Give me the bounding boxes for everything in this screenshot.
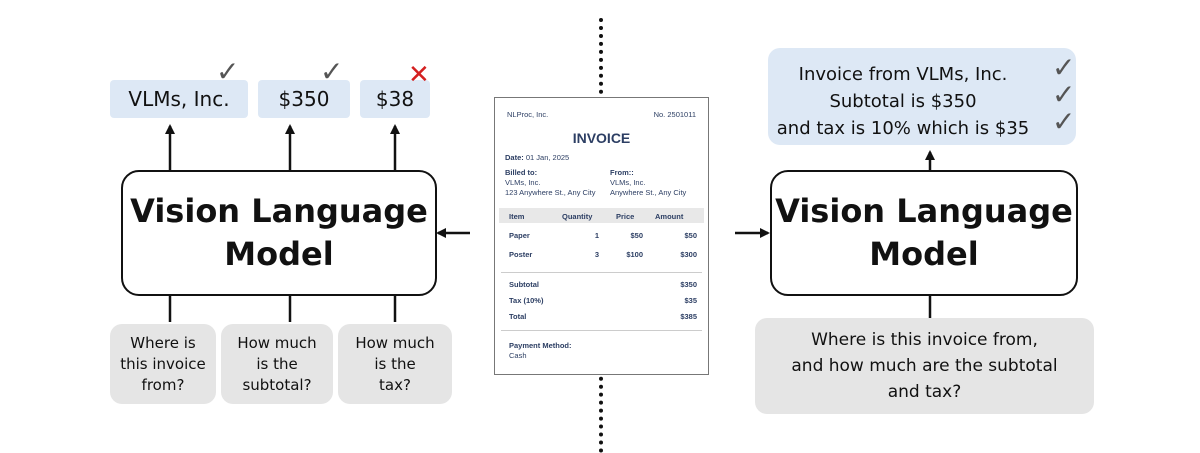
row-item: Poster [509,250,533,259]
divider-line [501,272,702,273]
row-item: Paper [509,231,530,240]
from-label: From:: [610,168,634,177]
check-icon: ✓ [1052,51,1076,84]
invoice-title: INVOICE [572,130,631,146]
answer-text: $38 [375,87,415,111]
payment-label: Payment Method: [509,341,572,350]
row-quantity: 3 [594,250,599,259]
total-label: Total [509,312,527,321]
check-icon: ✓ [1052,105,1076,138]
invoice-date: Date: 01 Jan, 2025 [505,153,569,162]
answer-text: VLMs, Inc. [128,87,230,111]
check-icon: ✓ [320,55,344,88]
row-amount: $50 [684,231,697,240]
check-icon: ✓ [1052,78,1076,111]
divider-line [501,330,702,331]
question-text: Where is this invoice from, and how much… [791,330,1058,402]
col-amount: Amount [655,212,684,221]
row-amount: $300 [680,250,697,259]
question-box-tax: How much is the tax? [338,324,452,404]
right-vision-language-model: Vision Language Model [770,170,1078,296]
from-address: Anywhere St., Any City [610,188,687,197]
date-value: 01 Jan, 2025 [525,153,570,162]
row-quantity: 1 [594,231,599,240]
answer-box-subtotal: $350 [258,80,350,118]
right-question-box: Where is this invoice from, and how much… [755,318,1094,414]
model-label: Vision Language Model [130,192,428,273]
answer-box-company: VLMs, Inc. [110,80,248,118]
total-value: $385 [680,312,697,321]
subtotal-value: $350 [680,280,697,289]
answer-line: Subtotal is $350 [829,91,977,112]
col-price: Price [616,212,635,221]
right-answer-box: Invoice from VLMs, Inc. Subtotal is $350… [768,48,1076,145]
invoice-document: NLProc, Inc. No. 2501011 INVOICE Date: 0… [494,97,709,375]
date-label: Date: [505,153,524,162]
invoice-company: NLProc, Inc. [507,110,549,119]
billed-name: VLMs, Inc. [505,178,541,187]
billed-label: Billed to: [505,168,538,177]
row-price: $50 [630,231,643,240]
row-price: $100 [626,250,643,259]
invoice-table-header [499,208,704,223]
col-quantity: Quantity [562,212,593,221]
question-text: How much is the subtotal? [237,333,317,394]
billed-address: 123 Anywhere St., Any City [505,188,596,197]
cross-icon: ✕ [408,60,430,90]
tax-label: Tax (10%) [509,296,544,305]
model-label: Vision Language Model [775,192,1073,273]
answer-line: Invoice from VLMs, Inc. [798,64,1008,85]
question-text: How much is the tax? [355,333,435,394]
subtotal-label: Subtotal [509,280,539,289]
payment-value: Cash [509,351,527,360]
answer-box-tax: $38 [360,80,430,118]
invoice-number: No. 2501011 [653,110,696,119]
check-icon: ✓ [216,55,240,88]
left-vision-language-model: Vision Language Model [121,170,437,296]
question-box-subtotal: How much is the subtotal? [221,324,333,404]
answer-line: and tax is 10% which is $35 [776,118,1030,139]
from-name: VLMs, Inc. [610,178,646,187]
question-box-from: Where is this invoice from? [110,324,216,404]
tax-value: $35 [684,296,697,305]
col-item: Item [509,212,525,221]
answer-text: $350 [278,87,330,111]
question-text: Where is this invoice from? [120,333,206,394]
